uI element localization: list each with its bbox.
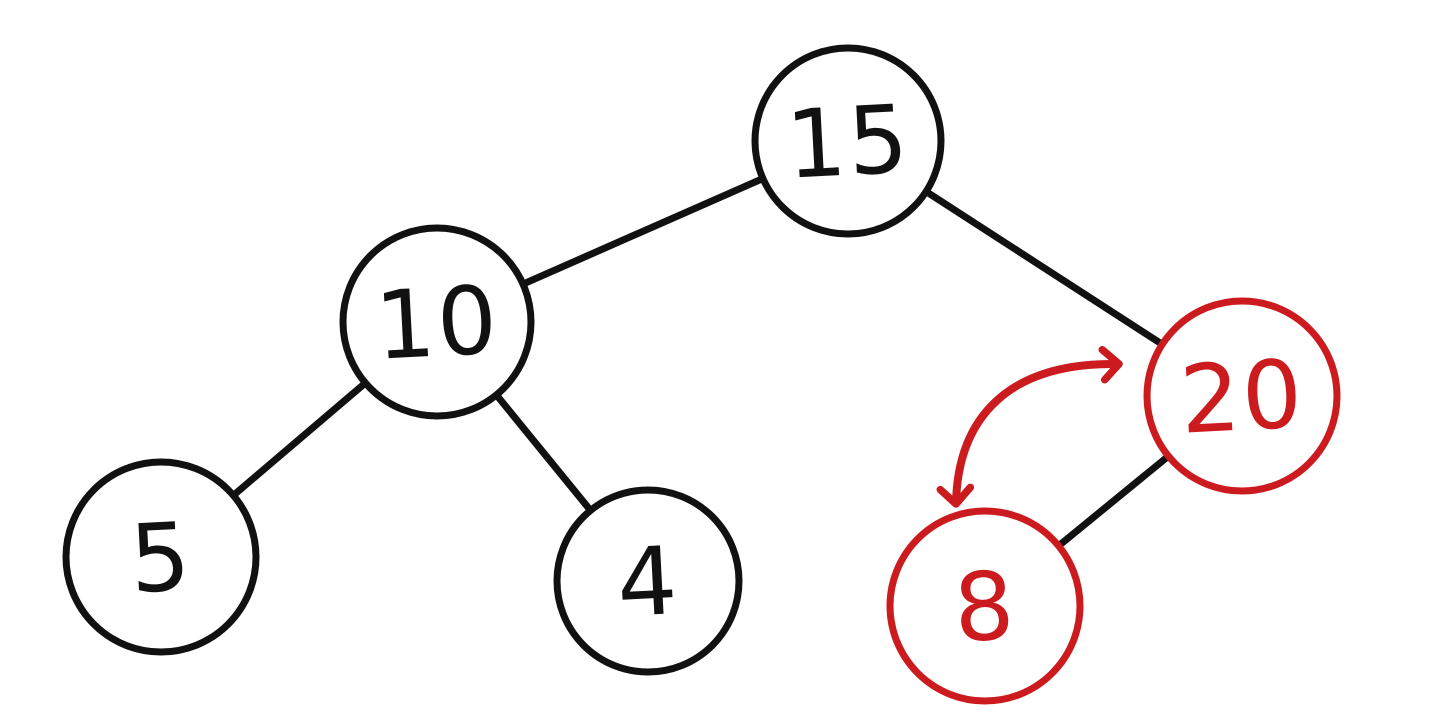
tree-node-8: 8 — [886, 507, 1084, 705]
node-circle-15 — [751, 44, 945, 238]
tree-edge-10-5 — [232, 381, 367, 497]
node-circle-20 — [1143, 297, 1341, 495]
tree-node-20: 20 — [1143, 297, 1341, 495]
tree-edge-15-20 — [925, 189, 1163, 346]
tree-node-5: 5 — [62, 458, 260, 656]
node-circle-8 — [886, 507, 1084, 705]
node-value-4: 4 — [614, 527, 681, 639]
node-value-5: 5 — [127, 503, 194, 615]
node-circle-5 — [62, 458, 260, 656]
node-value-15: 15 — [784, 85, 913, 200]
node-circle-4 — [553, 486, 743, 676]
tree-node-10: 10 — [339, 224, 535, 420]
tree-edge-10-4 — [495, 394, 592, 512]
tree-node-15: 15 — [751, 44, 945, 238]
tree-edge-15-10 — [522, 176, 764, 287]
node-value-20: 20 — [1178, 340, 1307, 455]
tree-edge-20-8 — [1057, 454, 1170, 548]
node-value-10: 10 — [373, 266, 502, 381]
node-value-8: 8 — [951, 552, 1018, 664]
node-circle-10 — [339, 224, 535, 420]
swap-arrow — [936, 345, 1123, 508]
tree-node-4: 4 — [553, 486, 743, 676]
